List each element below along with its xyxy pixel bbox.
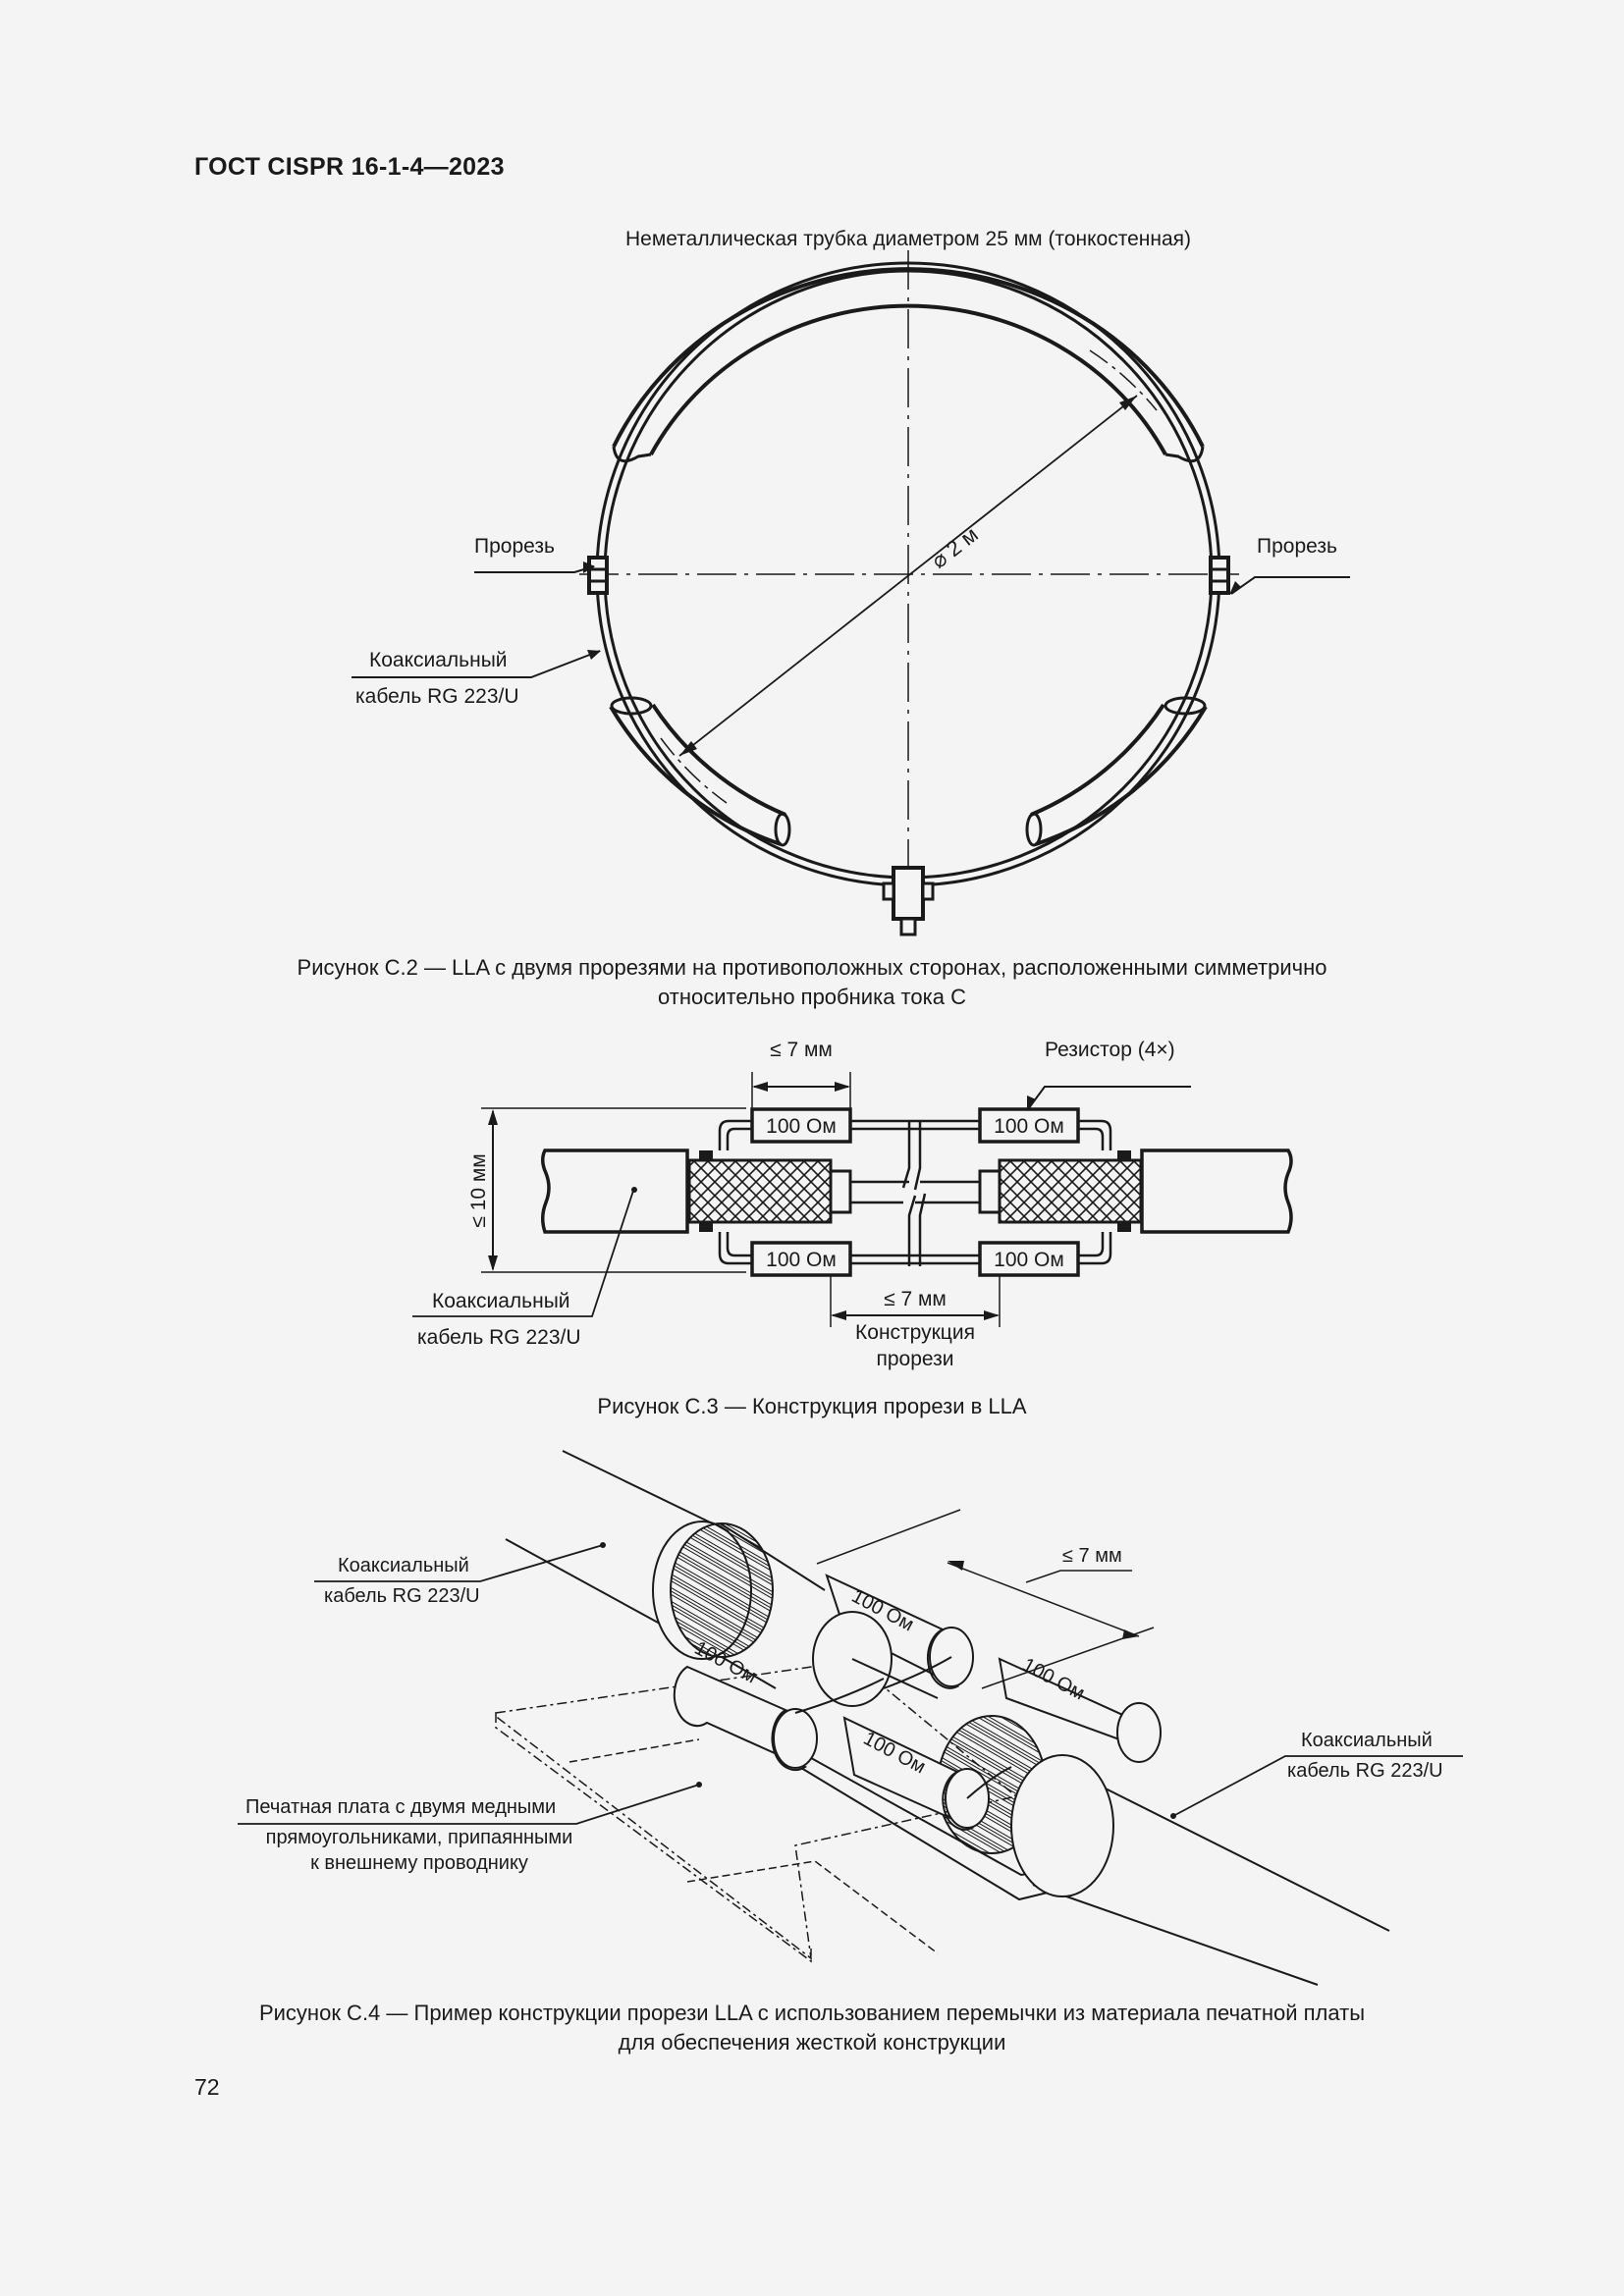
- bottom-dimension-label: ≤ 7 мм: [884, 1288, 947, 1310]
- coax-label-line2: кабель RG 223/U: [355, 685, 519, 708]
- resistor-label: Резистор (4×): [1045, 1039, 1175, 1061]
- document-header: ГОСТ CISPR 16-1-4—2023: [194, 153, 505, 181]
- top-dimension-label: ≤ 7 мм: [770, 1039, 833, 1061]
- coax-label-line1: Коаксиальный: [432, 1290, 570, 1312]
- coax-right-line1: Коаксиальный: [1301, 1730, 1433, 1751]
- slot-construction-line2: прорези: [876, 1348, 954, 1370]
- diameter-label: ⌀ 2 м: [927, 522, 983, 573]
- coax-right-line2: кабель RG 223/U: [1287, 1760, 1443, 1782]
- figure-c4-isometric-slot: 100 Ом 100 Ом 100 Ом 100 Ом: [238, 1450, 1463, 1986]
- resistor-top-right: 100 Ом: [994, 1115, 1064, 1138]
- pcb-label-line1: Печатная плата с двумя медными: [245, 1796, 557, 1818]
- dimension-label: ≤ 7 мм: [1062, 1545, 1122, 1567]
- figure-c3-caption: Рисунок С.3 — Конструкция прорези в LLA: [597, 1394, 1027, 1418]
- figure-c2-caption-line2: относительно пробника тока С: [658, 985, 966, 1009]
- coax-left-line1: Коаксиальный: [338, 1555, 469, 1576]
- resistor-bottom-left: 100 Ом: [766, 1249, 837, 1271]
- figure-c3-slot-construction: 100 Ом 100 Ом 100 Ом 100 Ом ≤ 10 мм: [412, 1072, 1293, 1327]
- resistor-bottom-right: 100 Ом: [994, 1249, 1064, 1271]
- figure-c4-caption-line2: для обеспечения жесткой конструкции: [618, 2030, 1006, 2055]
- coax-left-line2: кабель RG 223/U: [324, 1585, 480, 1607]
- tube-label: Неметаллическая трубка диаметром 25 мм (…: [625, 228, 1191, 250]
- pcb-label-line3: к внешнему проводнику: [310, 1852, 528, 1874]
- resistor-top-left: 100 Ом: [766, 1115, 837, 1138]
- slot-construction-line1: Конструкция: [855, 1321, 975, 1344]
- coax-label-line2: кабель RG 223/U: [417, 1326, 581, 1349]
- figure-c4-caption-line1: Рисунок С.4 — Пример конструкции прорези…: [258, 2001, 1366, 2025]
- slot-right-label: Прорезь: [1257, 535, 1337, 558]
- coax-label-line1: Коаксиальный: [369, 649, 508, 671]
- figure-c2-caption-line1: Рисунок С.2 — LLA с двумя прорезями на п…: [297, 955, 1327, 980]
- height-dimension-label: ≤ 10 мм: [467, 1153, 490, 1227]
- figure-c2-loop-antenna: ⌀ 2 м: [352, 250, 1350, 936]
- slot-left-label: Прорезь: [474, 535, 555, 558]
- page-number: 72: [194, 2074, 220, 2100]
- pcb-label-line2: прямоугольниками, припаянными: [265, 1827, 573, 1848]
